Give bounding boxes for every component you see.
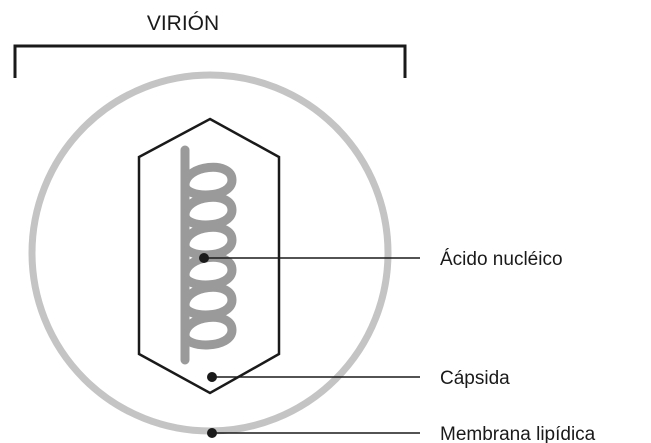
membrane-label: Membrana lipídica bbox=[440, 424, 596, 443]
capsid-label: Cápsida bbox=[440, 368, 510, 389]
nucleic-acid-strand bbox=[180, 145, 237, 365]
nucleic-acid-label: Ácido nucléico bbox=[440, 249, 563, 270]
diagram-title: VIRIÓN bbox=[147, 12, 219, 35]
virion-bracket bbox=[13, 44, 407, 78]
